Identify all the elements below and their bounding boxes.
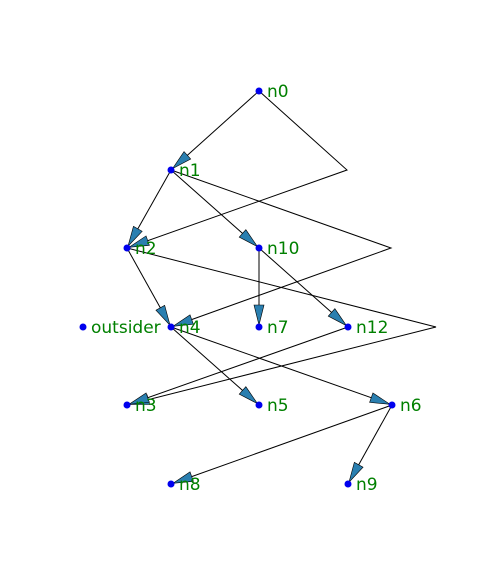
node-n5: n5 <box>255 396 289 416</box>
node-label-n2: n2 <box>135 239 157 259</box>
arrowhead-n10-n7 <box>253 304 265 326</box>
arrowhead-n1-n4 <box>172 314 194 327</box>
arrowhead-n6-n9 <box>348 461 364 483</box>
node-dot-n5 <box>255 401 263 409</box>
node-dot-n6 <box>388 401 396 409</box>
arrowhead-n0-n2 <box>128 235 150 248</box>
node-n9: n9 <box>344 475 378 495</box>
node-dot-n0 <box>255 87 263 95</box>
node-n6: n6 <box>388 396 422 416</box>
node-n3: n3 <box>123 396 157 416</box>
arrowhead-n1-n10 <box>238 229 258 247</box>
node-dot-n3 <box>123 401 131 409</box>
arrowhead-n10-n12 <box>327 308 347 326</box>
edge-n1-n4 <box>170 169 393 328</box>
node-dot-n9 <box>344 480 352 488</box>
node-outsider: outsider <box>79 318 161 338</box>
arrowhead-n12-n3 <box>128 392 150 405</box>
node-n4: n4 <box>167 318 201 338</box>
edge-n6-n8 <box>170 404 393 485</box>
node-n2: n2 <box>123 239 157 259</box>
node-dot-n7 <box>255 323 263 331</box>
node-label-n4: n4 <box>179 318 201 338</box>
node-label-n9: n9 <box>356 475 378 495</box>
node-n1: n1 <box>167 161 201 181</box>
node-dot-n8 <box>167 480 175 488</box>
node-label-n5: n5 <box>267 396 289 416</box>
node-label-n3: n3 <box>135 396 157 416</box>
node-n0: n0 <box>255 82 289 102</box>
edges-layer <box>126 90 437 485</box>
arrowhead-n1-n2 <box>127 225 143 247</box>
node-label-n10: n10 <box>267 239 299 259</box>
node-label-outsider: outsider <box>91 318 161 338</box>
arrowhead-n0-n1 <box>172 151 192 169</box>
edge-n12-n3 <box>126 326 349 406</box>
edge-n0-n2 <box>126 90 348 249</box>
edge-n4-n6 <box>170 326 393 406</box>
node-label-n1: n1 <box>179 161 201 181</box>
node-label-n6: n6 <box>400 396 422 416</box>
arrowhead-n4-n6 <box>369 392 391 405</box>
node-dot-outsider <box>79 323 87 331</box>
node-dot-n1 <box>167 166 175 174</box>
arrowhead-n4-n5 <box>238 386 258 404</box>
node-n10: n10 <box>255 239 299 259</box>
node-n7: n7 <box>255 318 289 338</box>
node-dot-n12 <box>344 323 352 331</box>
arrowhead-n6-n8 <box>172 471 194 484</box>
node-n12: n12 <box>344 318 388 338</box>
node-label-n0: n0 <box>267 82 289 102</box>
arrowhead-n2-n4 <box>155 304 171 326</box>
node-dot-n2 <box>123 244 131 252</box>
node-label-n8: n8 <box>179 475 201 495</box>
node-label-n12: n12 <box>356 318 388 338</box>
node-dot-n10 <box>255 244 263 252</box>
node-label-n7: n7 <box>267 318 289 338</box>
node-n8: n8 <box>167 475 201 495</box>
nodes-layer: n0 n1 n2 n10 outsider n4 n7 n12 n3 n5 n6 n8 n9 <box>79 82 422 495</box>
node-dot-n4 <box>167 323 175 331</box>
